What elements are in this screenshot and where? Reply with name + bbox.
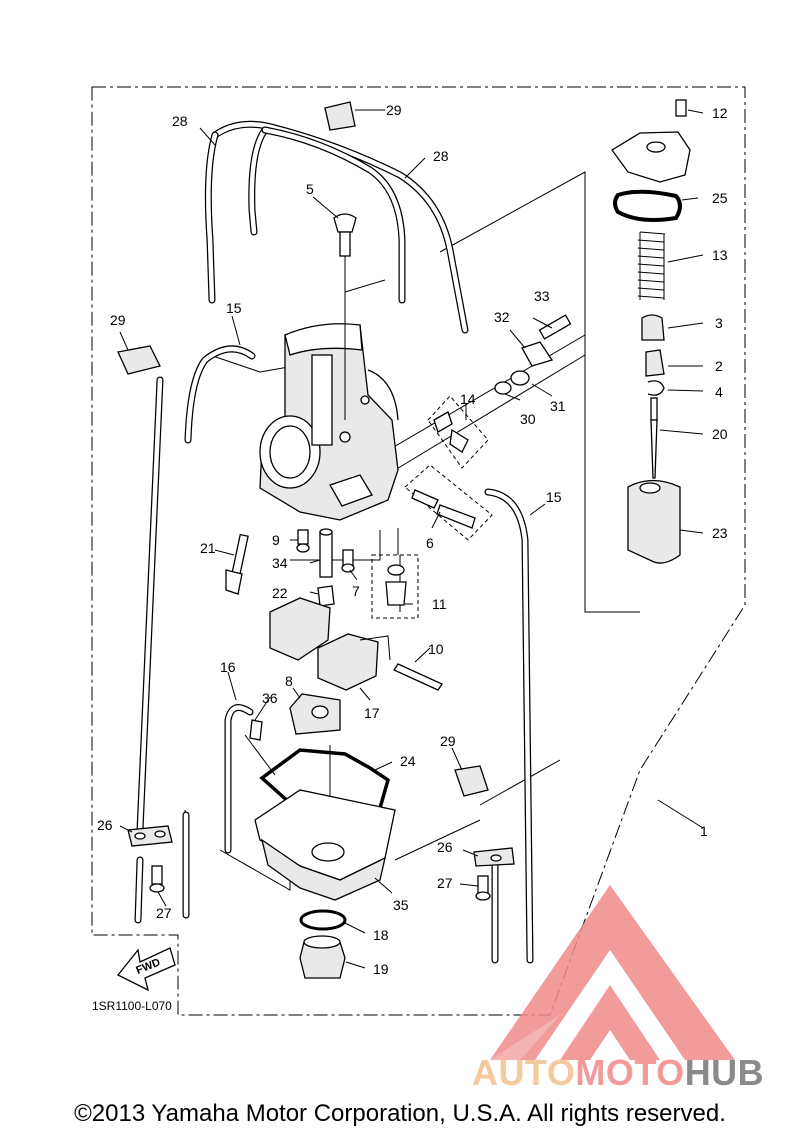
part-14-jet <box>433 411 469 453</box>
part-22 <box>317 585 335 607</box>
spring-13 <box>637 231 666 300</box>
label-29c: 29 <box>440 733 456 749</box>
top-cover-12-25 <box>611 99 691 222</box>
o-ring-18 <box>299 909 347 931</box>
label-20: 20 <box>712 426 728 442</box>
part-34 <box>319 528 333 578</box>
part-8-bracket <box>289 693 341 735</box>
label-29b: 29 <box>110 312 126 328</box>
label-32: 32 <box>494 309 510 325</box>
drain-plug-19 <box>299 935 346 979</box>
float-bowl-35 <box>254 789 396 901</box>
label-35: 35 <box>393 897 409 913</box>
label-28b: 28 <box>433 148 449 164</box>
label-25: 25 <box>712 190 728 206</box>
label-9: 9 <box>272 532 280 548</box>
label-36: 36 <box>262 690 278 706</box>
part-36 <box>249 719 263 741</box>
vent-hose-left <box>134 376 190 924</box>
parts-30-31-32-33 <box>494 314 572 395</box>
label-12: 12 <box>712 105 728 121</box>
label-24: 24 <box>400 753 416 769</box>
label-7: 7 <box>352 583 360 599</box>
label-27a: 27 <box>156 905 172 921</box>
label-26a: 26 <box>97 817 113 833</box>
label-28a: 28 <box>172 113 188 129</box>
needle-20 <box>650 397 658 479</box>
label-30: 30 <box>520 411 536 427</box>
clip-26-right <box>473 847 515 867</box>
label-23: 23 <box>712 525 728 541</box>
label-31: 31 <box>550 398 566 414</box>
watermark-hub: HUB <box>684 1052 765 1093</box>
callout-labels: 29 28 28 5 29 15 12 25 13 3 2 4 20 23 33… <box>97 102 728 977</box>
float-17 <box>269 597 391 691</box>
slide-23 <box>627 479 681 564</box>
part-21 <box>225 533 249 595</box>
label-17: 17 <box>364 705 380 721</box>
label-21: 21 <box>200 540 216 556</box>
label-33: 33 <box>534 288 550 304</box>
box-11 <box>371 554 419 619</box>
watermark-text: AUTOMOTOHUB <box>472 1052 764 1094</box>
fwd-arrow: FWD <box>116 947 176 992</box>
label-6: 6 <box>426 535 434 551</box>
clamp-29-right <box>454 765 489 797</box>
label-16: 16 <box>220 659 236 675</box>
label-29a: 29 <box>386 102 402 118</box>
label-26b: 26 <box>437 839 453 855</box>
carburetor-body <box>259 323 399 521</box>
clamp-29-top <box>324 101 356 131</box>
copyright-notice: ©2013 Yamaha Motor Corporation, U.S.A. A… <box>74 1100 726 1127</box>
label-22: 22 <box>272 585 288 601</box>
overflow-hose-15-right <box>484 488 534 964</box>
box-6 <box>404 464 493 541</box>
clip-26-left <box>127 825 173 847</box>
label-14: 14 <box>460 391 476 407</box>
bolt-27-left <box>149 865 165 893</box>
label-11: 11 <box>432 596 447 612</box>
label-15b: 15 <box>546 489 562 505</box>
label-18: 18 <box>373 927 389 943</box>
label-27b: 27 <box>437 875 453 891</box>
watermark-auto: AUTO <box>472 1052 576 1093</box>
label-13: 13 <box>712 247 728 263</box>
part-7 <box>341 549 355 573</box>
label-19: 19 <box>373 961 389 977</box>
pin-10 <box>393 663 443 691</box>
part-11-valve <box>385 564 407 606</box>
label-3: 3 <box>715 315 723 331</box>
clamp-29-left <box>117 345 161 375</box>
hose-16 <box>224 704 254 854</box>
parts-3-2-4 <box>641 314 665 396</box>
label-2: 2 <box>715 358 723 374</box>
label-10: 10 <box>428 641 444 657</box>
guide-lines <box>184 171 640 891</box>
label-8: 8 <box>285 673 293 689</box>
leader-lines <box>119 109 704 969</box>
part-6-screw <box>411 489 476 529</box>
label-34: 34 <box>272 555 288 571</box>
watermark-moto: MOTO <box>575 1052 685 1093</box>
bolt-27-right <box>475 875 491 901</box>
label-1: 1 <box>700 823 708 839</box>
part-9 <box>296 529 310 553</box>
automotohub-logo <box>490 885 735 1060</box>
part-5-screw <box>333 213 357 420</box>
fuel-hose-28 <box>204 120 469 334</box>
diagram-code: 1SR1100-L070 <box>92 999 172 1013</box>
overflow-hose-15-left <box>184 345 256 444</box>
label-4: 4 <box>715 384 723 400</box>
box-14 <box>427 395 489 469</box>
label-15a: 15 <box>226 300 242 316</box>
label-5: 5 <box>306 181 314 197</box>
